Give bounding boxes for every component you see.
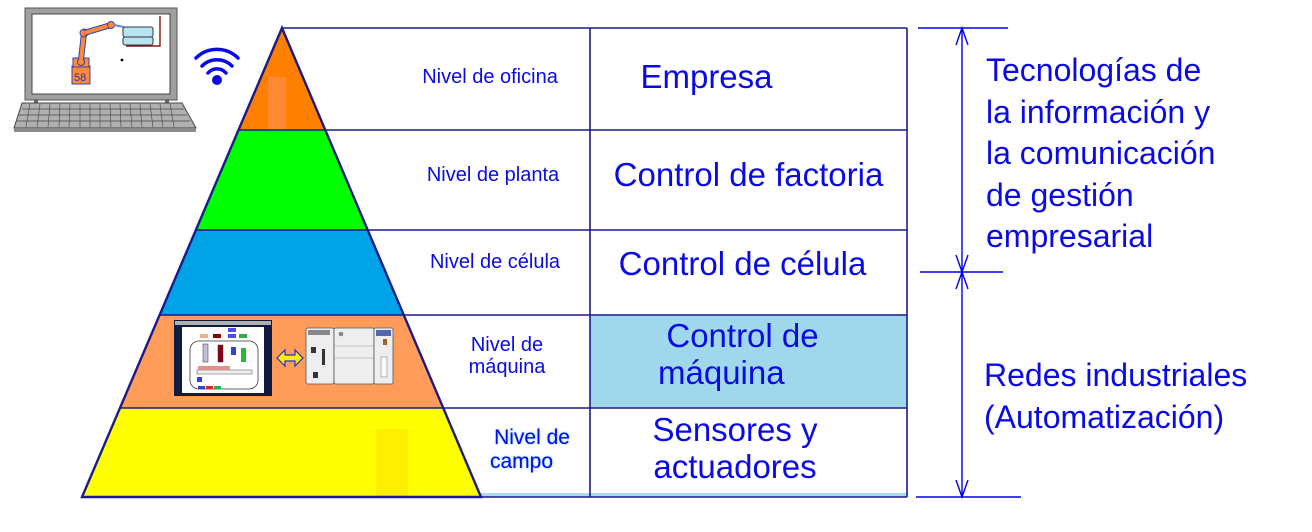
band-campo: [82, 408, 481, 497]
control-sensores-line1: Sensores y: [652, 411, 818, 448]
band-oficina-highlight: [268, 77, 286, 130]
dimension-lines: [916, 25, 1021, 500]
control-maquina-label: Control de máquina: [590, 317, 895, 392]
group-tic-line: empresarial: [986, 218, 1154, 255]
group-tic-label: Tecnologías de la información y la comun…: [986, 50, 1215, 258]
level-campo-label: Nivel de campo: [482, 426, 582, 473]
level-maquina-line1: Nivel de: [470, 334, 544, 356]
level-planta-label: Nivel de planta: [426, 164, 560, 186]
group-redes-line: Redes industriales: [984, 357, 1248, 393]
control-empresa-label: Empresa: [640, 58, 773, 95]
control-celula-label: Control de célula: [618, 245, 867, 282]
group-tic-line: Tecnologías de: [986, 52, 1202, 88]
pyramid-outline: [80, 24, 483, 499]
control-maquina-line1: Control de: [666, 317, 819, 354]
group-tic-line: de gestión: [986, 176, 1134, 213]
wifi-icon: [194, 47, 240, 85]
level-campo-line1: Nivel de: [494, 426, 570, 449]
band-planta: [196, 130, 367, 230]
laptop-badge: 58: [74, 72, 86, 84]
group-tic-line: la comunicación: [986, 135, 1216, 172]
group-redes-line: (Automatización): [984, 398, 1225, 435]
hmi-screen-icon: [174, 320, 272, 396]
plc-icon: [305, 327, 394, 385]
table-grid: [82, 27, 908, 498]
level-campo-line2: campo: [490, 449, 554, 473]
band-celula: [160, 230, 403, 315]
level-oficina-label: Nivel de oficina: [422, 66, 558, 88]
level-maquina-line2: máquina: [468, 356, 546, 379]
control-factoria-label: Control de factoria: [613, 156, 884, 193]
band-campo-shade: [376, 429, 408, 497]
double-arrow-icon: [276, 348, 304, 368]
level-celula-label: Nivel de célula: [429, 251, 561, 273]
level-maquina-label: Nivel de máquina: [456, 334, 558, 379]
control-sensores-label: Sensores y actuadores: [590, 411, 880, 486]
group-tic-line: la información y: [986, 93, 1211, 130]
control-maquina-line2: máquina: [658, 353, 785, 391]
laptop-icon: 58: [13, 7, 197, 132]
campo-bottom-shade: [481, 493, 907, 497]
control-maquina-bg: [590, 315, 907, 408]
group-redes-label: Redes industriales (Automatización): [984, 355, 1247, 438]
control-sensores-line2: actuadores: [653, 447, 817, 485]
